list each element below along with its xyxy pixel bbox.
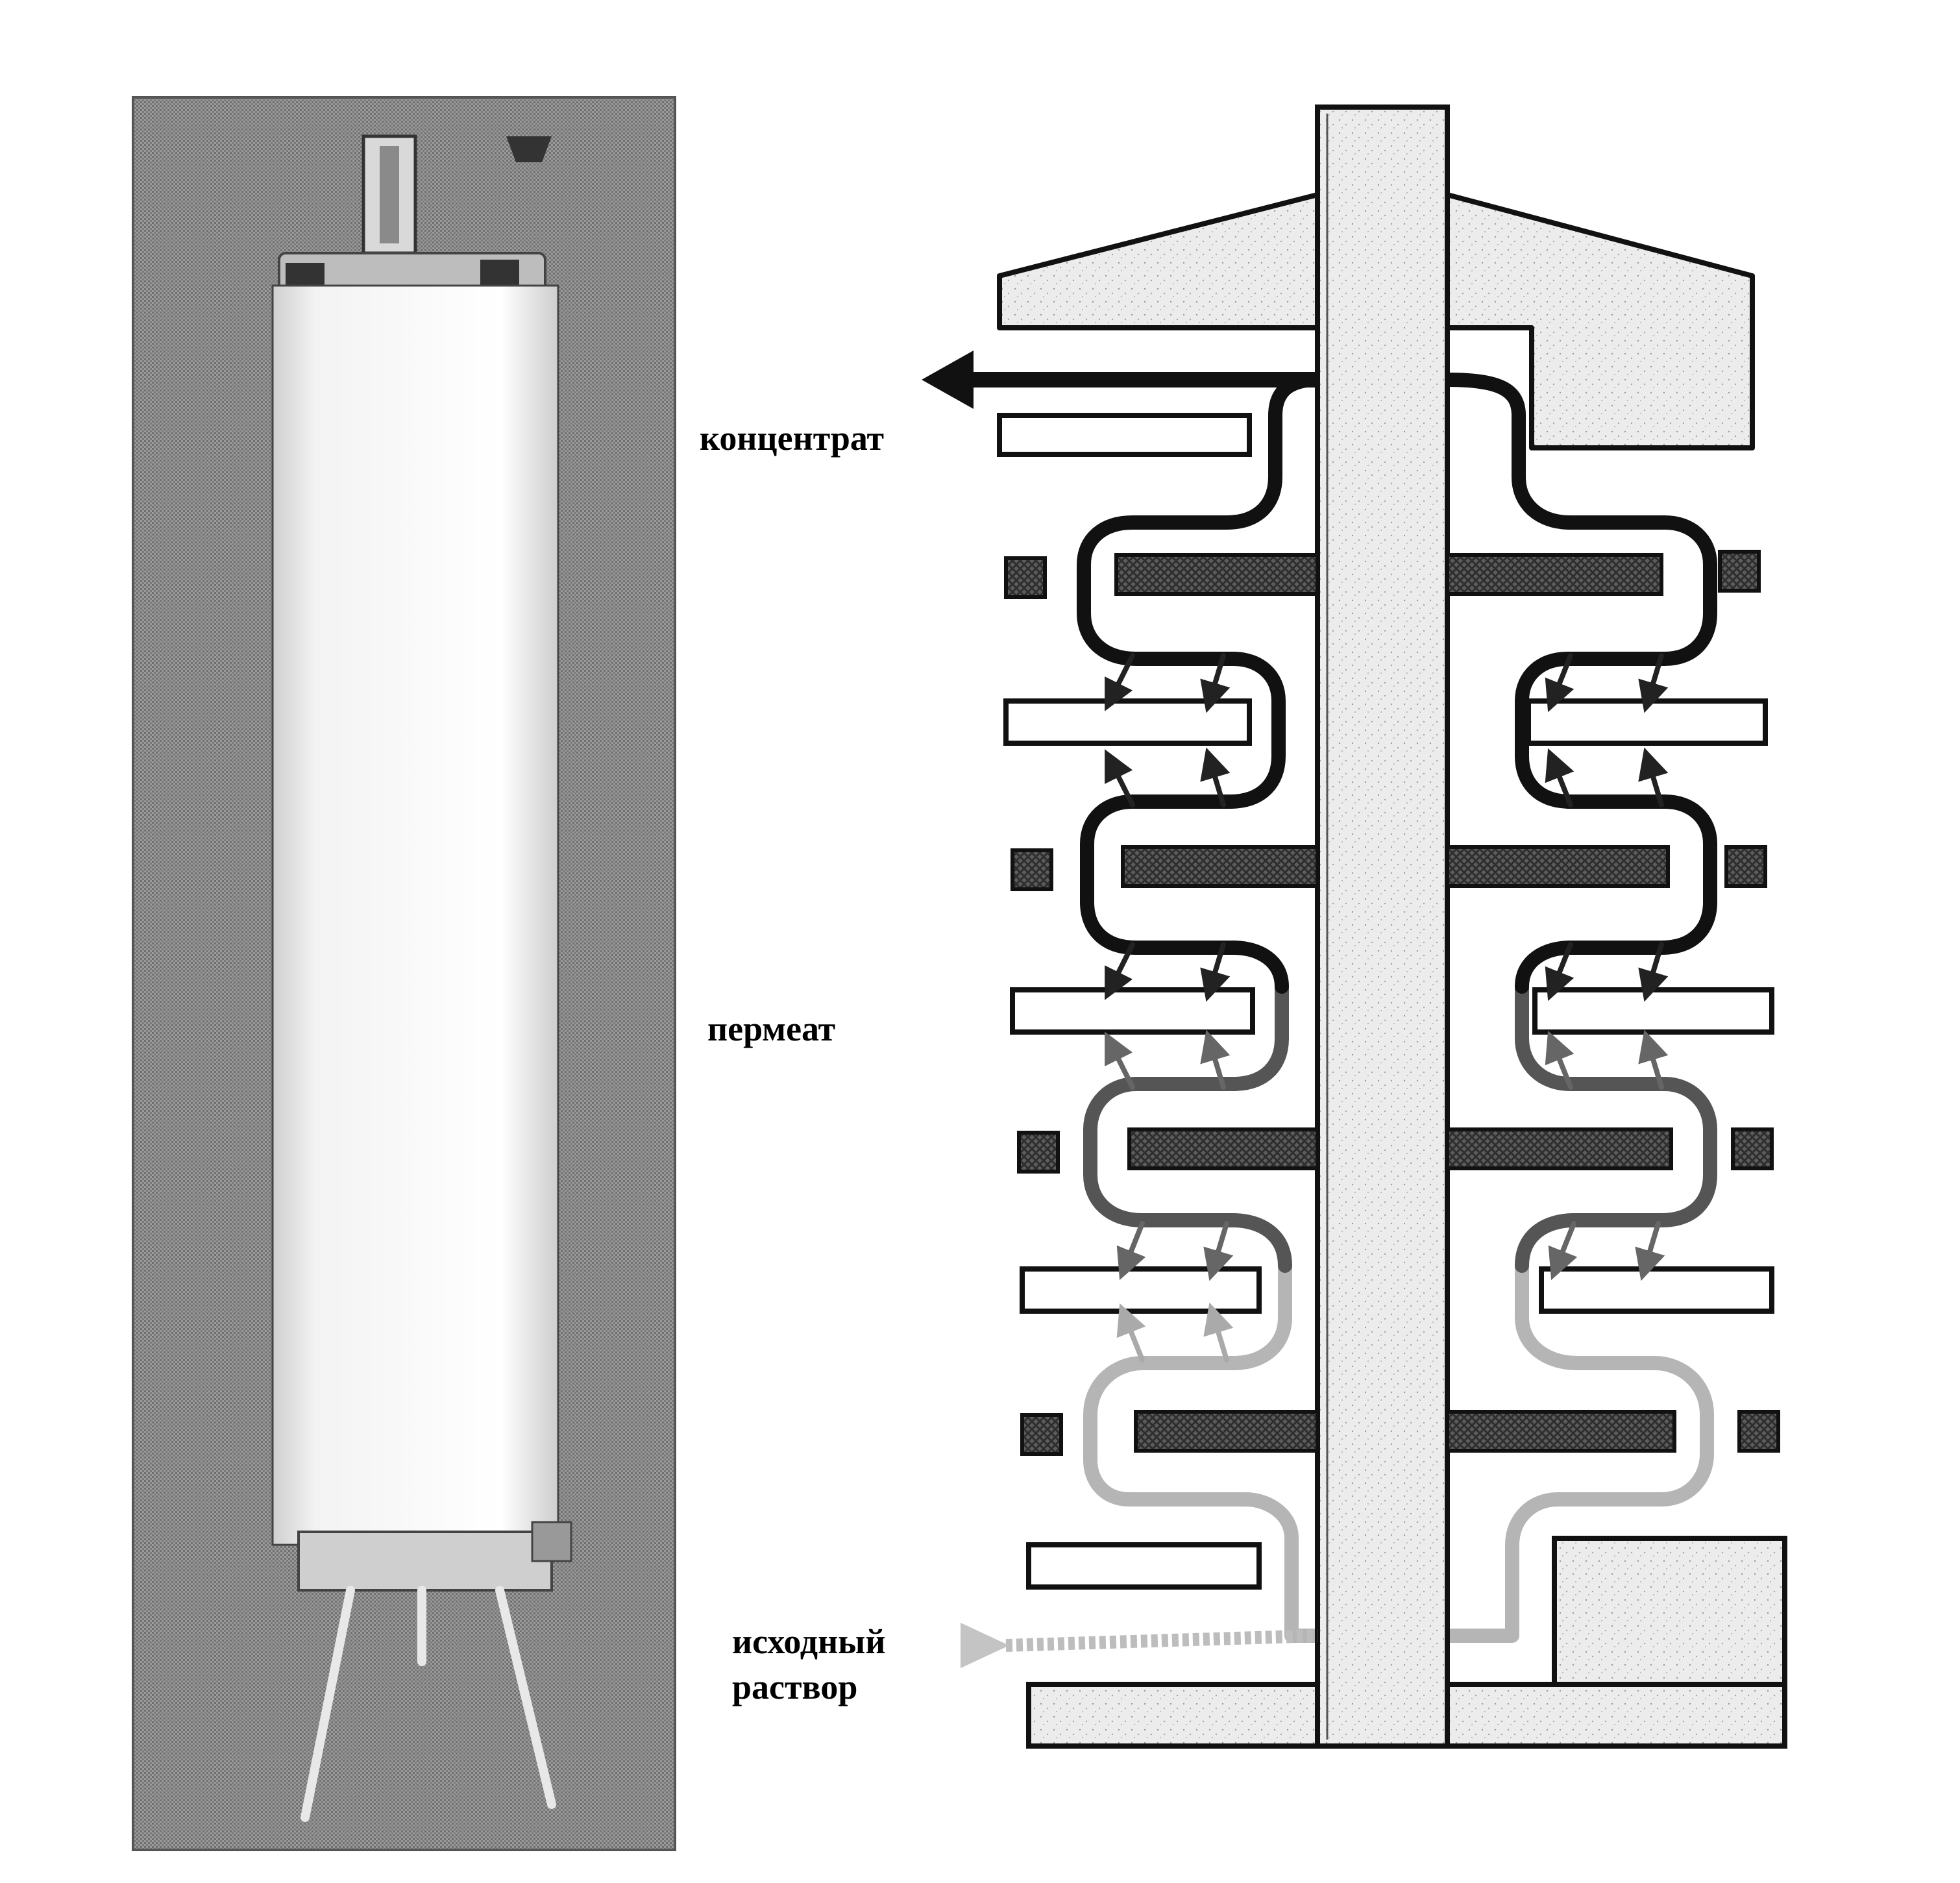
concentrate-label: концентрат xyxy=(700,419,885,458)
stand-legs xyxy=(300,1586,556,1822)
concentrate-outlet-arrow xyxy=(922,351,1317,409)
top-housing xyxy=(997,192,1320,330)
feed-solution-label: исходный раствор xyxy=(732,1619,885,1710)
bottom-flange xyxy=(297,1531,553,1592)
permeate-label: пермеат xyxy=(707,1009,836,1048)
flow-path-right xyxy=(1440,373,1717,1643)
membrane-plates xyxy=(1004,550,1780,1456)
flow-path-left xyxy=(1077,373,1331,1643)
schematic xyxy=(922,105,1787,1749)
feed-label-line1: исходный xyxy=(732,1622,886,1661)
feed-inlet-arrow xyxy=(961,1623,1318,1668)
device-photo xyxy=(132,96,676,1851)
top-fitting xyxy=(506,136,552,162)
permeate-arrows xyxy=(1105,653,1669,1362)
central-shaft xyxy=(1315,105,1450,1749)
top-housing-right xyxy=(1445,192,1755,450)
feed-label-line2: раствор xyxy=(732,1668,858,1706)
membrane-cylinder xyxy=(271,284,559,1546)
bottom-housing-right xyxy=(1552,1536,1787,1687)
